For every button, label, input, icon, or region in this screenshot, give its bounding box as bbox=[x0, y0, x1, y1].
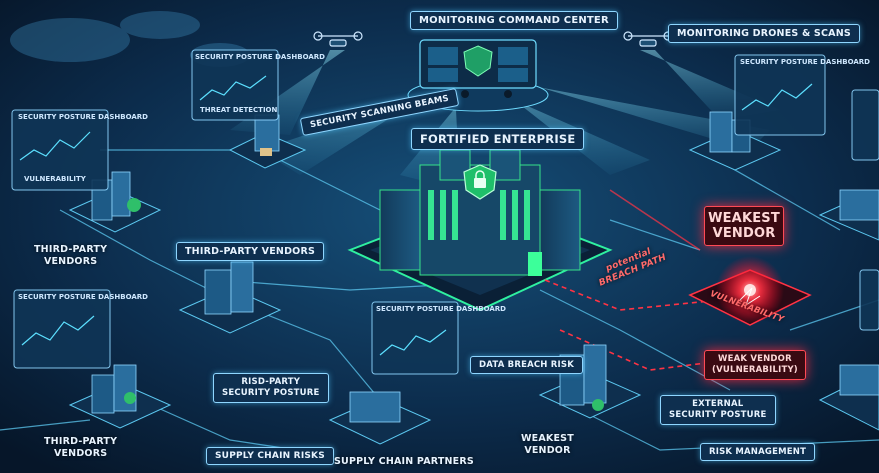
dashboard-title: SECURITY POSTURE DASHBOARD bbox=[18, 293, 148, 301]
weak-vendor-vulnerability-label: WEAK VENDOR (VULNERABILITY) bbox=[704, 350, 806, 380]
dashboard-panel bbox=[851, 89, 879, 161]
dashboard-panel bbox=[859, 269, 879, 331]
building-icon bbox=[228, 114, 307, 169]
dashboard-panel bbox=[734, 54, 826, 136]
dashboard-panel bbox=[11, 109, 109, 191]
external-security-posture-label: EXTERNAL SECURITY POSTURE bbox=[660, 395, 776, 425]
dashboard-subtitle: VULNERABILITY bbox=[24, 175, 86, 183]
weakest-vendor-node bbox=[688, 256, 812, 326]
weakest-vendor-bottom-label: WEAKEST VENDOR bbox=[521, 433, 574, 456]
drone-icon bbox=[623, 31, 673, 47]
building-icon bbox=[178, 261, 282, 334]
network-lines bbox=[0, 149, 879, 456]
third-party-vendors-label-left: THIRD-PARTY VENDORS bbox=[34, 244, 108, 267]
data-breach-risk-label: DATA BREACH RISK bbox=[470, 356, 583, 374]
supply-chain-partners-label: SUPPLY CHAIN PARTNERS bbox=[334, 456, 474, 467]
third-party-vendors-label-mid: THIRD-PARTY VENDORS bbox=[176, 242, 324, 261]
risk-management-label: RISK MANAGEMENT bbox=[700, 443, 816, 461]
castle-icon bbox=[347, 149, 613, 312]
risd-party-posture-label: RISD-PARTY SECURITY POSTURE bbox=[213, 373, 329, 403]
dashboard-title: SECURITY POSTURE DASHBOARD bbox=[195, 53, 325, 61]
dashboard-subtitle: THREAT DETECTION bbox=[200, 106, 278, 114]
breach-path bbox=[544, 189, 731, 371]
weakest-vendor-title: WEAKEST VENDOR bbox=[704, 206, 784, 246]
shield-lock-icon bbox=[463, 164, 497, 200]
warehouse-icon bbox=[328, 391, 432, 445]
dashboard-panel bbox=[371, 301, 459, 375]
monitoring-command-center-label: MONITORING COMMAND CENTER bbox=[410, 11, 618, 30]
fortified-enterprise-label: FORTIFIED ENTERPRISE bbox=[411, 128, 585, 150]
shield-icon bbox=[463, 45, 493, 77]
dashboard-title: SECURITY POSTURE DASHBOARD bbox=[18, 113, 148, 121]
building-icon bbox=[688, 111, 782, 171]
supply-chain-risks-label: SUPPLY CHAIN RISKS bbox=[206, 447, 334, 465]
dashboard-panel bbox=[13, 289, 111, 369]
building-icon bbox=[68, 364, 172, 429]
third-party-vendors-label-bottom: THIRD-PARTY VENDORS bbox=[44, 436, 118, 459]
warehouse-icon bbox=[818, 189, 879, 241]
dashboard-title: SECURITY POSTURE DASHBOARD bbox=[376, 305, 506, 313]
dashboard-title: SECURITY POSTURE DASHBOARD bbox=[740, 58, 870, 66]
monitoring-drones-label: MONITORING DRONES & SCANS bbox=[668, 24, 860, 43]
dashboard-panel bbox=[191, 49, 279, 121]
warehouse-icon bbox=[818, 364, 879, 431]
drone-icon bbox=[313, 31, 363, 47]
